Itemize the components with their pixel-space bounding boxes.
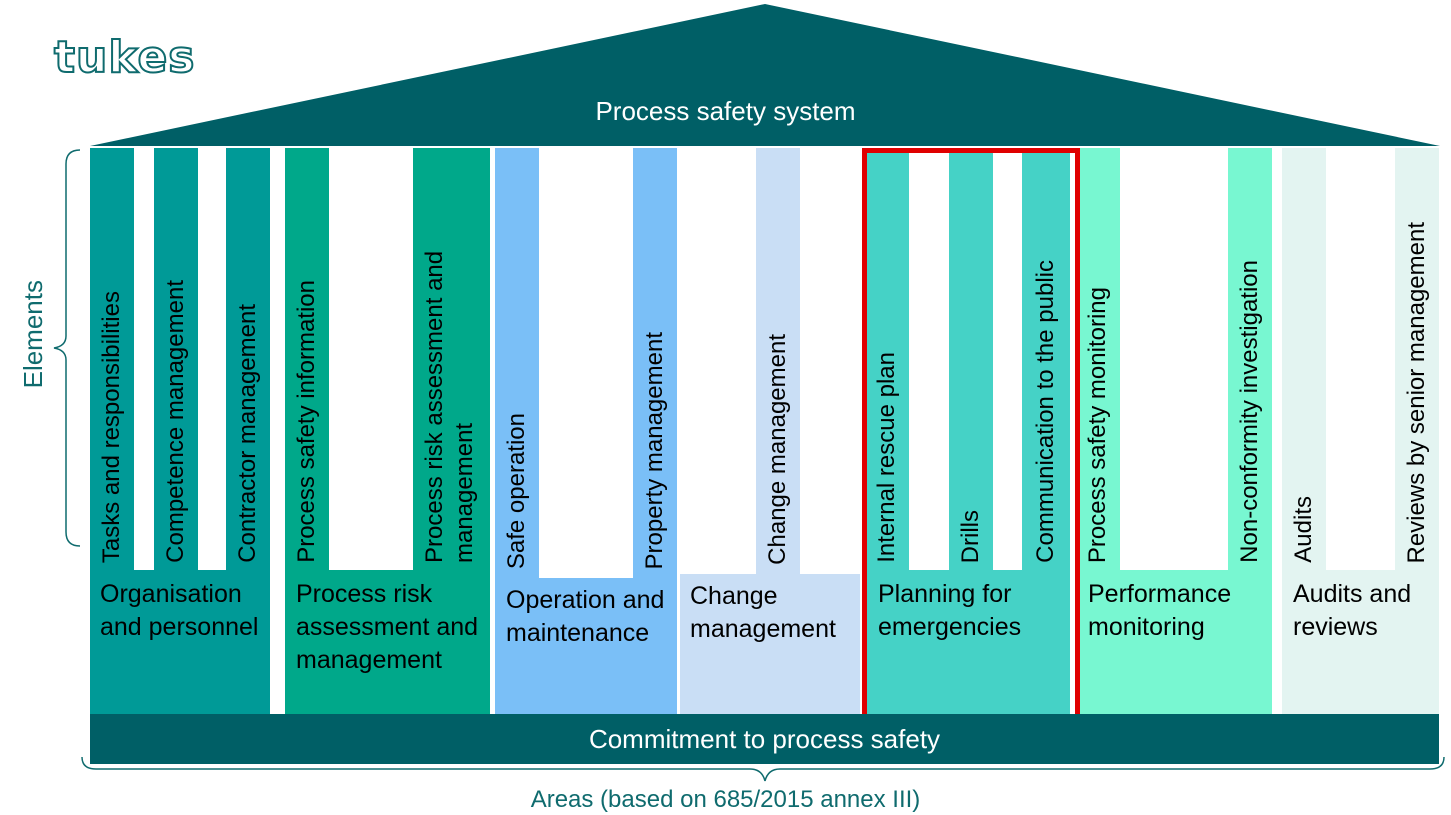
area-change-label: Change management <box>690 582 836 643</box>
pillar-rescue-plan <box>865 148 909 570</box>
area-risk-base <box>285 570 490 714</box>
area-organisation-label: Organisation and personnel <box>100 580 259 641</box>
area-performance-label: Performance monitoring <box>1088 580 1232 641</box>
emergencies-highlight-box <box>862 148 1080 723</box>
area-emergencies-base <box>865 570 1070 714</box>
element-tasks-label: Tasks and responsibilities <box>98 290 125 563</box>
pillar-change <box>756 148 800 574</box>
pillar-property <box>633 148 677 578</box>
element-audits-label: Audits <box>1290 496 1317 563</box>
pillar-contractor <box>226 148 270 570</box>
element-risk-assessment-label: Process risk assessment and management <box>421 250 478 563</box>
areas-label: Areas (based on 685/2015 annex III) <box>530 786 921 813</box>
area-risk-label: Process risk assessment and management <box>296 580 479 674</box>
elements-label: Elements <box>18 280 48 389</box>
pillar-non-conformity <box>1228 148 1272 570</box>
pillar-safe-operation <box>495 148 539 578</box>
commitment-foundation: Commitment to process safety <box>90 714 1439 764</box>
element-property-label: Property management <box>641 331 668 569</box>
area-performance-base <box>1076 570 1272 714</box>
pillar-safety-information <box>285 148 329 570</box>
areas-brace <box>81 756 1445 782</box>
element-senior-reviews-label: Reviews by senior management <box>1403 221 1430 564</box>
elements-brace <box>53 149 81 547</box>
element-change-label: Change management <box>764 334 791 565</box>
roof-title: Process safety system <box>595 96 856 126</box>
pillar-competence <box>154 148 198 570</box>
element-non-conformity-label: Non-conformity investigation <box>1236 260 1263 563</box>
area-operation-base <box>495 578 677 714</box>
element-contractor-label: Contractor management <box>234 304 261 563</box>
tukes-logo: tukes <box>53 31 196 84</box>
pillar-tasks <box>90 148 134 570</box>
area-change-base <box>680 574 860 714</box>
element-safety-monitoring-label: Process safety monitoring <box>1084 286 1111 563</box>
element-safe-operation-label: Safe operation <box>503 412 530 569</box>
area-emergencies-label: Planning for emergencies <box>878 580 1022 641</box>
area-organisation-base <box>90 570 270 714</box>
pillar-communication <box>1022 148 1070 570</box>
pillar-senior-reviews <box>1395 148 1439 570</box>
roof-triangle <box>90 4 1440 146</box>
area-audits-base <box>1282 570 1439 714</box>
pillar-audits <box>1282 148 1326 570</box>
pillar-safety-monitoring <box>1076 148 1120 570</box>
element-safety-information-label: Process safety information <box>293 280 320 563</box>
pillar-drills <box>949 148 993 570</box>
pillar-risk-assessment <box>413 148 490 570</box>
area-audits-label: Audits and reviews <box>1293 580 1412 641</box>
element-competence-label: Competence management <box>162 280 189 563</box>
area-operation-label: Operation and maintenance <box>506 586 665 647</box>
